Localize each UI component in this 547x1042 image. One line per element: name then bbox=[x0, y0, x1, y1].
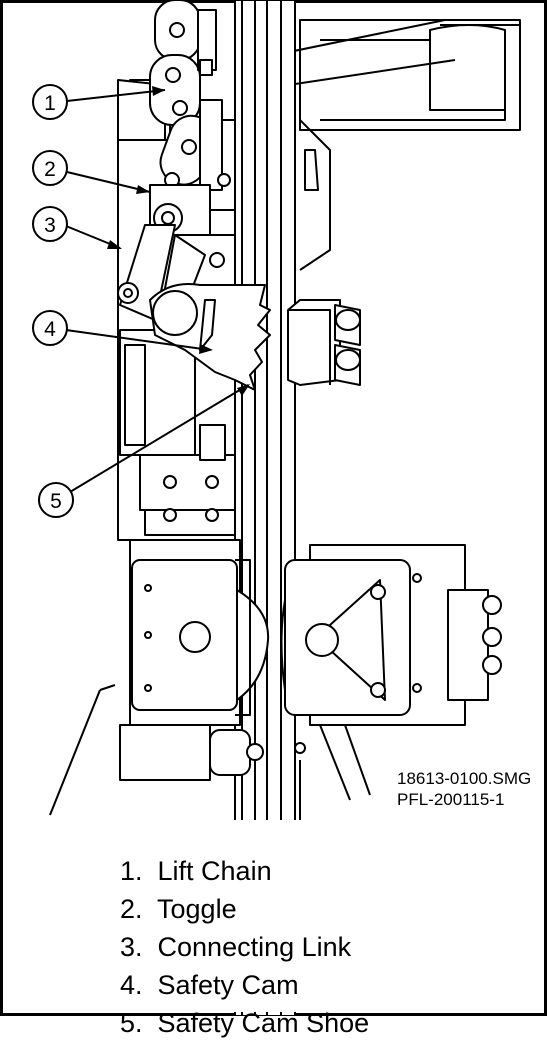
lower-frame bbox=[49, 684, 371, 820]
callout-1-circle bbox=[32, 84, 68, 120]
legend-item: 1. Lift Chain bbox=[120, 852, 369, 890]
legend-background bbox=[3, 820, 544, 1012]
legend-item-number: 4. bbox=[120, 970, 143, 1000]
callout-5-leader bbox=[69, 384, 249, 493]
callout-5-arrow bbox=[237, 384, 250, 396]
legend-item-label: Lift Chain bbox=[157, 856, 272, 886]
callout-5-number: 5 bbox=[50, 490, 62, 513]
drawing-reference-line-1: 18613-0100.SMG bbox=[397, 769, 532, 788]
legend-item-label: Safety Cam bbox=[157, 970, 299, 1000]
left-roller-assembly bbox=[119, 539, 270, 781]
legend-item-label: Connecting Link bbox=[157, 932, 352, 962]
callout-4-number: 4 bbox=[44, 318, 56, 341]
legend-item-number: 2. bbox=[120, 894, 143, 924]
drawing-reference: 18613-0100.SMG PFL-200115-1 bbox=[397, 768, 531, 810]
drawing-reference-line-2: PFL-200115-1 bbox=[397, 790, 505, 809]
safety-cam-shoe bbox=[287, 299, 361, 386]
callout-4-arrow bbox=[199, 344, 213, 354]
carriage-frame bbox=[249, 19, 521, 271]
mechanism-drawing: 1 2 3 4 5 bbox=[0, 0, 547, 1016]
callout-3-arrow bbox=[107, 240, 122, 249]
legend-item-number: 1. bbox=[120, 856, 143, 886]
legend-item: 4. Safety Cam bbox=[120, 966, 369, 1004]
callout-4-leader bbox=[65, 329, 211, 351]
legend-item-label: Safety Cam Shoe bbox=[157, 1008, 370, 1038]
callout-1-leader bbox=[66, 89, 166, 102]
callout-1-arrow bbox=[152, 86, 165, 96]
legend-item: 3. Connecting Link bbox=[120, 928, 369, 966]
callout-2-leader bbox=[66, 171, 151, 193]
legend-item-number: 5. bbox=[120, 1008, 143, 1038]
legend-item: 2. Toggle bbox=[120, 890, 369, 928]
callout-4-circle bbox=[32, 310, 68, 346]
callout-1-number: 1 bbox=[44, 92, 56, 115]
right-roller-assembly bbox=[280, 544, 502, 754]
callout-3-number: 3 bbox=[44, 214, 56, 237]
legend-item-label: Toggle bbox=[157, 894, 237, 924]
lift-chain bbox=[149, 0, 231, 191]
drawing-ref-background bbox=[390, 765, 540, 810]
parts-legend: 1. Lift Chain 2. Toggle 3. Connecting Li… bbox=[120, 852, 369, 1042]
callout-2-number: 2 bbox=[44, 158, 56, 181]
callout-2-arrow bbox=[136, 185, 150, 194]
legend-item-number: 3. bbox=[120, 932, 143, 962]
callout-2-circle bbox=[32, 150, 68, 186]
callout-3-circle bbox=[32, 206, 68, 242]
legend-item: 5. Safety Cam Shoe bbox=[120, 1004, 369, 1042]
callout-5-circle bbox=[38, 482, 74, 518]
safety-cam bbox=[149, 283, 271, 391]
